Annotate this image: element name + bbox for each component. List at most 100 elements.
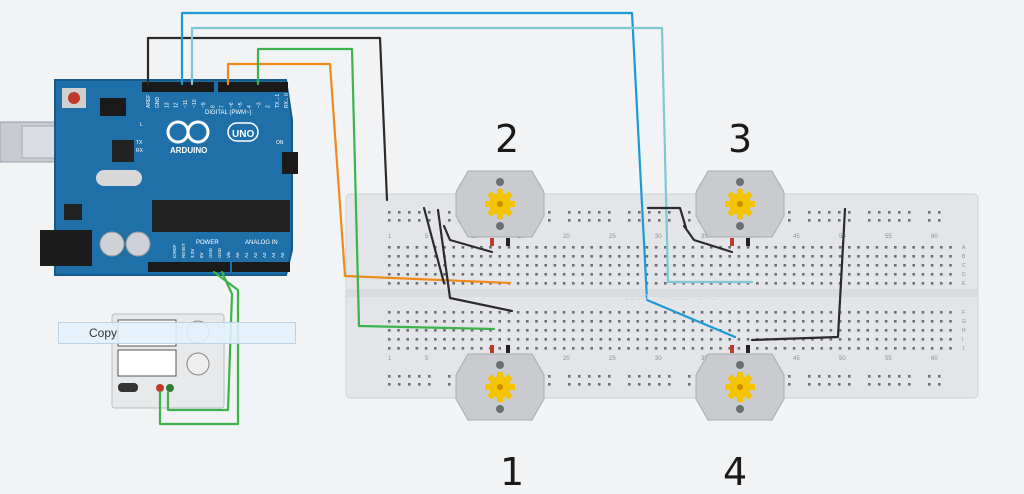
wire-black-motor4[interactable]	[750, 207, 847, 342]
breadboard-hole	[688, 211, 691, 214]
breadboard-hole	[544, 273, 547, 276]
breadboard-hole	[691, 282, 695, 285]
breadboard-hole	[498, 311, 501, 314]
wire-black-rail-2[interactable]	[436, 208, 514, 313]
breadboard-hole	[590, 282, 593, 285]
breadboard-hole	[516, 347, 520, 350]
breadboard-hole	[636, 329, 639, 332]
breadboard-hole	[719, 311, 722, 314]
copy-menu-item[interactable]: Copy	[58, 322, 296, 344]
breadboard-hole	[857, 320, 860, 323]
breadboard-hole	[700, 264, 704, 267]
breadboard-hole	[894, 273, 897, 276]
breadboard-hole	[424, 282, 428, 285]
pin-label: 3.3V	[190, 249, 195, 258]
breadboard-hole	[921, 255, 925, 258]
breadboard-hole	[443, 273, 446, 276]
breadboard-hole	[480, 246, 483, 249]
breadboard-hole	[691, 264, 695, 267]
breadboard-hole	[808, 383, 811, 386]
row-letter: I	[962, 337, 963, 343]
breadboard-hole	[590, 264, 593, 267]
wire-black-motor3-b[interactable]	[682, 224, 734, 254]
breadboard-hole	[636, 338, 639, 341]
breadboard-hole	[903, 329, 906, 332]
arduino-board[interactable]: ARDUINO UNO DIGITAL (PWM~) POWER ANALOG …	[40, 79, 298, 276]
breadboard-hole	[829, 329, 833, 332]
supply-knob-bottom[interactable]	[186, 352, 210, 376]
icsp-header	[100, 98, 126, 116]
breadboard-hole	[908, 219, 911, 222]
breadboard-hole	[627, 273, 630, 276]
breadboard-hole	[940, 311, 943, 314]
wire-black-motor2[interactable]	[442, 224, 494, 254]
breadboard-hole	[618, 264, 621, 267]
breadboard-hole	[608, 219, 611, 222]
wire-green-supply[interactable]	[158, 270, 240, 426]
motor-4[interactable]	[695, 345, 785, 421]
breadboard-hole	[921, 282, 925, 285]
breadboard-hole	[710, 347, 713, 350]
wire-green-pin3[interactable]	[256, 47, 496, 331]
breadboard-hole	[857, 329, 860, 332]
breadboard-hole	[818, 211, 821, 214]
breadboard-hole	[627, 311, 630, 314]
breadboard-hole	[434, 311, 437, 314]
breadboard-hole	[578, 375, 581, 378]
breadboard-hole	[820, 338, 823, 341]
breadboard-hole	[415, 273, 419, 276]
breadboard-hole	[388, 383, 391, 386]
breadboard-hole	[406, 246, 409, 249]
breadboard[interactable]: 1155101015152020252530303535404045455050…	[345, 193, 979, 399]
wire-black-gnd[interactable]	[146, 36, 389, 202]
breadboard-hole	[930, 311, 934, 314]
wire-black-motor3-a[interactable]	[646, 206, 688, 230]
breadboard-hole	[700, 246, 704, 249]
row-letter: D	[962, 272, 966, 278]
breadboard-hole	[838, 375, 841, 378]
breadboard-hole	[737, 264, 741, 267]
breadboard-hole	[535, 320, 538, 323]
wire-black-rail-1[interactable]	[422, 206, 446, 285]
wire-lightblue-pin9[interactable]	[190, 26, 754, 284]
breadboard-hole	[408, 219, 411, 222]
breadboard-hole	[673, 329, 676, 332]
breadboard-hole	[728, 255, 731, 258]
breadboard-hole	[645, 347, 649, 350]
breadboard-hole	[866, 320, 869, 323]
breadboard-hole	[903, 338, 906, 341]
wire-green-supply-2[interactable]	[166, 270, 234, 412]
breadboard-hole	[434, 320, 437, 323]
l-label: L	[140, 122, 143, 128]
breadboard-hole	[756, 282, 759, 285]
breadboard-hole	[682, 320, 685, 323]
breadboard-hole	[452, 282, 455, 285]
breadboard-hole	[648, 219, 651, 222]
breadboard-hole	[608, 329, 612, 332]
wire-orange-pin6[interactable]	[226, 62, 512, 285]
breadboard-hole	[388, 255, 391, 258]
motor-label-2: 2	[495, 117, 520, 161]
breadboard-hole	[838, 246, 842, 249]
motor-2[interactable]	[455, 170, 545, 246]
motor-mount-hole	[736, 222, 744, 230]
digital-header-right	[218, 82, 288, 92]
breadboard-hole	[638, 383, 641, 386]
motor-3[interactable]	[695, 170, 785, 246]
breadboard-hole	[397, 273, 400, 276]
breadboard-hole	[811, 264, 814, 267]
breadboard-hole	[470, 347, 474, 350]
supply-switch[interactable]	[118, 383, 138, 392]
breadboard-hole	[912, 338, 915, 341]
breadboard-hole	[838, 338, 842, 341]
breadboard-hole	[808, 375, 811, 378]
breadboard-hole	[489, 282, 492, 285]
breadboard-hole	[470, 338, 474, 341]
breadboard-hole	[866, 273, 869, 276]
wire-blue-pin10[interactable]	[180, 11, 737, 339]
breadboard-hole	[884, 264, 888, 267]
breadboard-hole	[756, 273, 759, 276]
breadboard-hole	[668, 383, 671, 386]
pin-label: RESET	[181, 243, 186, 258]
motor-1[interactable]	[455, 345, 545, 421]
